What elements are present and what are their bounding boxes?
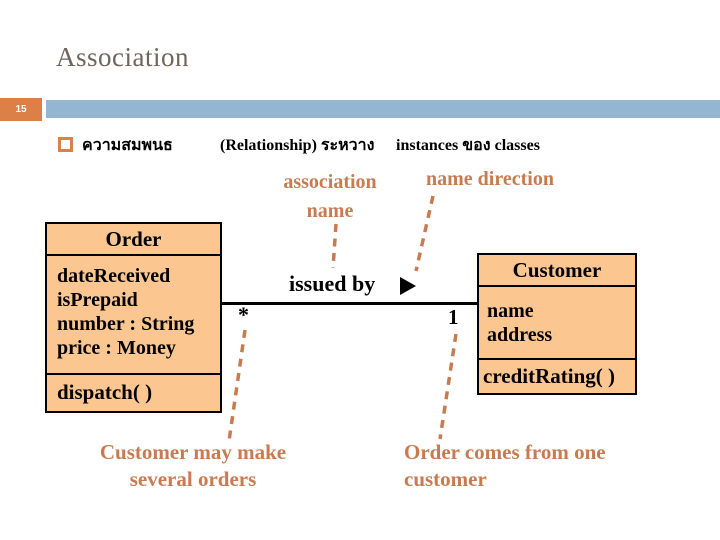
note-right-line1: Order comes from one <box>404 440 606 464</box>
association-line <box>222 302 478 305</box>
customer-attribute: name <box>487 300 534 322</box>
note-left-line1: Customer may make <box>99 440 287 464</box>
order-attribute: dateReceived <box>57 265 171 287</box>
customer-attribute: address <box>487 324 553 346</box>
association-name-line1: association <box>283 171 377 193</box>
association-label: issued by <box>289 271 376 296</box>
class-box-customer: Customer name address creditRating( ) <box>477 253 637 395</box>
order-attribute: price : Money <box>57 337 176 359</box>
bullet-text-instances: instances ของ classes <box>396 137 540 154</box>
multiplicity-customer: 1 <box>448 305 459 329</box>
order-attribute: number : String <box>57 313 195 335</box>
multiplicity-order: * <box>238 302 249 327</box>
note-right-line2: customer <box>404 467 487 491</box>
association-name-line2: name <box>306 200 354 222</box>
order-attribute: isPrepaid <box>57 289 138 311</box>
slide-title: Association <box>56 42 189 72</box>
order-operations: dispatch( ) <box>47 373 220 411</box>
header-bar <box>46 100 720 118</box>
note-customer-may-make: Customer may make several orders <box>80 439 306 493</box>
bullet-text-thai: ความสมพนธ <box>82 137 173 154</box>
leader-line-multiplicity-star <box>227 329 247 442</box>
order-class-name: Order <box>47 224 220 256</box>
order-attributes: dateReceived isPrepaid number : String p… <box>47 256 220 373</box>
name-direction-label: name direction <box>426 168 554 190</box>
association-name-label: association name <box>267 168 393 226</box>
customer-operations: creditRating( ) <box>479 358 635 393</box>
direction-arrow-icon <box>400 277 416 295</box>
customer-attributes: name address <box>479 287 635 358</box>
order-operation: dispatch( ) <box>57 380 153 404</box>
customer-operation: creditRating( ) <box>483 364 615 388</box>
page-number-badge: 15 <box>0 98 42 121</box>
leader-line-name-direction <box>414 195 435 272</box>
bullet-text-relationship: (Relationship) ระหวาง <box>220 137 375 154</box>
customer-class-name: Customer <box>479 255 635 287</box>
leader-line-multiplicity-one <box>438 333 458 440</box>
leader-line-association-name <box>331 223 338 269</box>
bullet-square-icon <box>58 137 73 152</box>
note-order-comes-from: Order comes from one customer <box>404 439 644 493</box>
class-box-order: Order dateReceived isPrepaid number : St… <box>45 222 222 413</box>
note-left-line2: several orders <box>129 467 257 491</box>
